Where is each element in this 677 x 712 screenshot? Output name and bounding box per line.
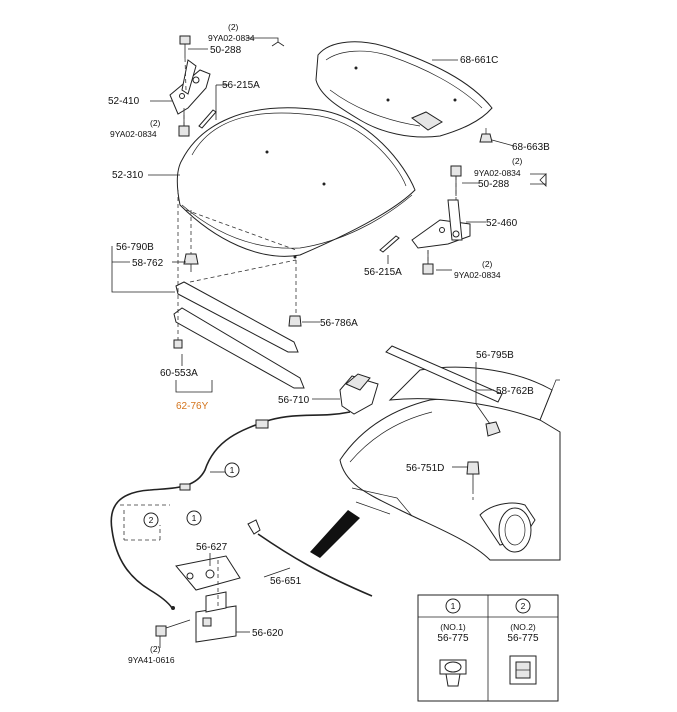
bumper-56-786a	[288, 315, 302, 327]
lock-striker	[175, 555, 241, 591]
label-56-786a: 56-786A	[320, 318, 358, 329]
label-52-410: 52-410	[108, 96, 140, 107]
clip-60-553a	[173, 339, 183, 349]
label-68-661c: 68-661C	[460, 55, 498, 66]
label-56-795b: 56-795B	[476, 350, 514, 361]
legend-cell-1: 1 (NO.1) 56-775	[437, 598, 469, 687]
label-50-288-a: 50-288	[210, 45, 242, 56]
label-56-790b: 56-790B	[116, 242, 154, 253]
legend-cell-2: 2 (NO.2) 56-775	[507, 598, 539, 685]
clip-legend-table: 1 (NO.1) 56-775 2 (NO.2) 56-775	[417, 594, 559, 702]
hood-insulator	[315, 41, 493, 138]
label-52-310: 52-310	[112, 170, 144, 181]
release-handle	[339, 373, 379, 415]
hinge-pin-left	[198, 109, 217, 129]
label-68-663b: 68-663B	[512, 142, 550, 153]
clip-56-751d	[466, 461, 480, 490]
svg-text:56-775: 56-775	[507, 633, 539, 644]
label-58-762-a: 58-762	[132, 258, 164, 269]
clip-58-762	[183, 253, 199, 272]
release-cable	[110, 411, 351, 610]
bolt-upper-left	[179, 35, 191, 58]
label-9ya02-0834-d: 9YA02-0834	[454, 270, 501, 280]
label-60-553a: 60-553A	[160, 368, 198, 379]
callout-1-upper: 1	[224, 462, 240, 478]
support-rod	[247, 519, 373, 597]
label-58-762b: 58-762B	[496, 386, 534, 397]
svg-text:56-775: 56-775	[437, 633, 469, 644]
label-qty-e: (2)	[150, 644, 161, 654]
car-front-body	[310, 366, 561, 561]
svg-text:1: 1	[192, 513, 197, 523]
hinge-right	[411, 199, 471, 249]
label-56-710: 56-710	[278, 395, 310, 406]
label-9ya41-0616: 9YA41-0616	[128, 655, 175, 665]
label-qty-d: (2)	[482, 259, 493, 269]
label-56-627: 56-627	[196, 542, 228, 553]
dashed-leaders	[120, 57, 474, 606]
svg-text:1: 1	[451, 601, 456, 611]
hood-lock	[195, 591, 237, 643]
label-9ya02-0834-a: 9YA02-0834	[208, 33, 255, 43]
label-9ya02-0834-b: 9YA02-0834	[110, 129, 157, 139]
bolt-9ya41-0616	[155, 619, 191, 637]
weatherstrip-cowl	[385, 345, 503, 403]
leader-lines	[111, 37, 547, 648]
hinge-pin-right	[379, 235, 400, 253]
label-50-288-b: 50-288	[478, 179, 510, 190]
label-56-215a-b: 56-215A	[364, 267, 402, 278]
hinge-left	[169, 59, 211, 115]
label-56-751d: 56-751D	[406, 463, 444, 474]
callout-2: 2	[143, 512, 159, 528]
label-qty-c: (2)	[512, 156, 523, 166]
clip-no2-icon	[509, 655, 537, 685]
label-62-76y: 62-76Y	[176, 401, 209, 412]
svg-text:1: 1	[230, 465, 235, 475]
clip-58-762b	[485, 421, 501, 437]
label-qty-b: (2)	[150, 118, 161, 128]
label-qty-a: (2)	[228, 22, 239, 32]
label-52-460: 52-460	[486, 218, 518, 229]
svg-text:2: 2	[521, 601, 526, 611]
hood-panel	[176, 107, 416, 259]
label-56-620: 56-620	[252, 628, 284, 639]
weatherstrip-hood	[173, 281, 305, 389]
svg-text:(NO.1): (NO.1)	[440, 622, 466, 632]
label-56-651: 56-651	[270, 576, 302, 587]
label-56-215a-a: 56-215A	[222, 80, 260, 91]
clip-68-663b	[479, 128, 493, 143]
svg-text:2: 2	[149, 515, 154, 525]
callout-1-lower: 1	[186, 510, 202, 526]
clip-no1-icon	[439, 659, 467, 687]
label-9ya02-0834-c: 9YA02-0834	[474, 168, 521, 178]
svg-text:(NO.2): (NO.2)	[510, 622, 536, 632]
